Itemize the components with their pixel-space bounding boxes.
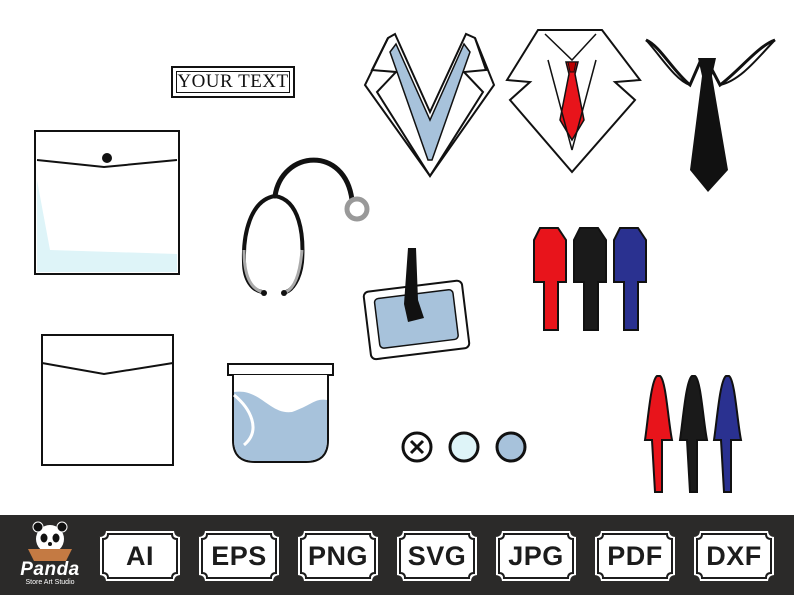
format-label-dxf: DXF	[706, 540, 762, 571]
white-coat-blue-shirt-icon	[363, 32, 496, 178]
cup-pocket-icon	[227, 363, 334, 463]
format-badge-jpg: JPG	[493, 528, 579, 584]
format-badge-svg: SVG	[394, 528, 480, 584]
format-footer-bar: Panda Store Art Studio AI EPS PNG SVG JP…	[0, 515, 794, 595]
your-text-label-text: YOUR TEXT	[177, 71, 289, 92]
brand-name: Panda	[20, 559, 80, 580]
clipart-canvas	[34, 29, 776, 493]
format-label-eps: EPS	[211, 540, 267, 571]
format-label-png: PNG	[307, 540, 368, 571]
buttons-icon	[401, 431, 527, 463]
id-badge-icon	[362, 248, 471, 361]
pocket-with-button-icon	[34, 130, 180, 275]
plain-pocket-icon	[41, 334, 174, 466]
stethoscope-icon	[241, 157, 370, 296]
format-label-ai: AI	[126, 540, 154, 571]
format-badge-dxf: DXF	[691, 528, 777, 584]
collar-black-tie-icon	[645, 38, 776, 192]
format-badge-ai: AI	[97, 528, 183, 584]
format-badge-eps: EPS	[196, 528, 282, 584]
pen-caps-icon	[643, 375, 743, 493]
panda-logo-icon	[28, 521, 72, 561]
format-badge-pdf: PDF	[592, 528, 678, 584]
format-label-jpg: JPG	[508, 540, 564, 571]
format-badge-png: PNG	[295, 528, 381, 584]
pen-clips-icon	[533, 227, 647, 331]
brand-subtitle: Store Art Studio	[25, 579, 75, 586]
format-label-pdf: PDF	[607, 540, 663, 571]
your-text-label: YOUR TEXT	[171, 66, 295, 98]
format-label-svg: SVG	[407, 540, 467, 571]
white-coat-red-tie-icon	[505, 29, 642, 174]
